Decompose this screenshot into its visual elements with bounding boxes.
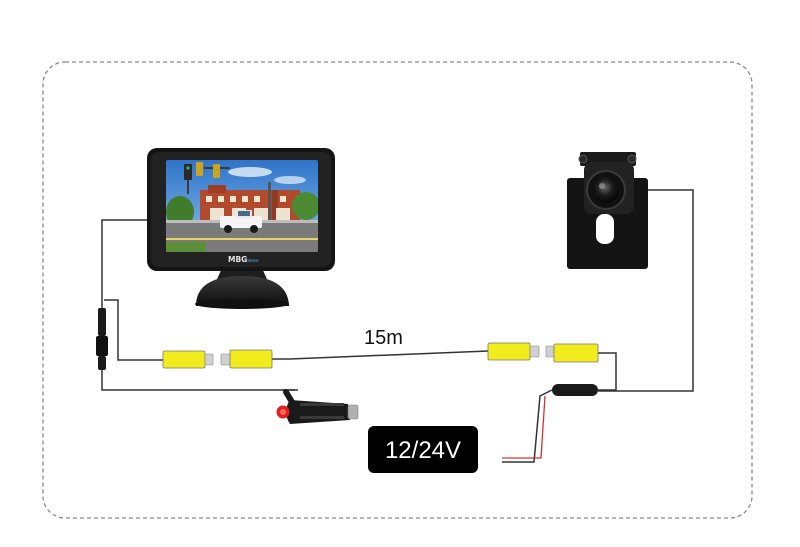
monitor-brand-logo: MBG [228,255,247,264]
voltage-badge: 12/24V [368,426,478,473]
camera-power-split [502,389,553,463]
camera-power-junction [552,384,598,396]
rca-connector-camera [545,343,599,363]
monitor-brand-suffix: Sbest [247,258,259,263]
wiring [101,189,694,463]
monitor-screen [166,160,318,252]
rca-connector-extension-right [487,342,540,361]
cigarette-lighter-plug [276,389,359,424]
extension-cable [272,350,489,360]
monitor: MBG Sbest [147,148,335,309]
camera-video-wire [598,352,617,391]
monitor-power-wire [101,219,150,308]
monitor-suction-base [196,276,289,306]
monitor-video-wire [104,299,163,361]
connectors [162,342,599,369]
voltage-label: 12/24V [385,437,461,464]
cable-length-label: 15m [364,327,403,349]
dashed-frame [42,61,753,519]
power-wire-lower [101,370,295,391]
rca-connector-monitor-female [162,350,214,369]
camera-main-wire [598,189,694,392]
backup-camera [567,152,648,269]
power-tail-red [502,395,546,459]
rca-connector-extension-left [220,349,273,369]
inline-fuse [96,308,108,370]
